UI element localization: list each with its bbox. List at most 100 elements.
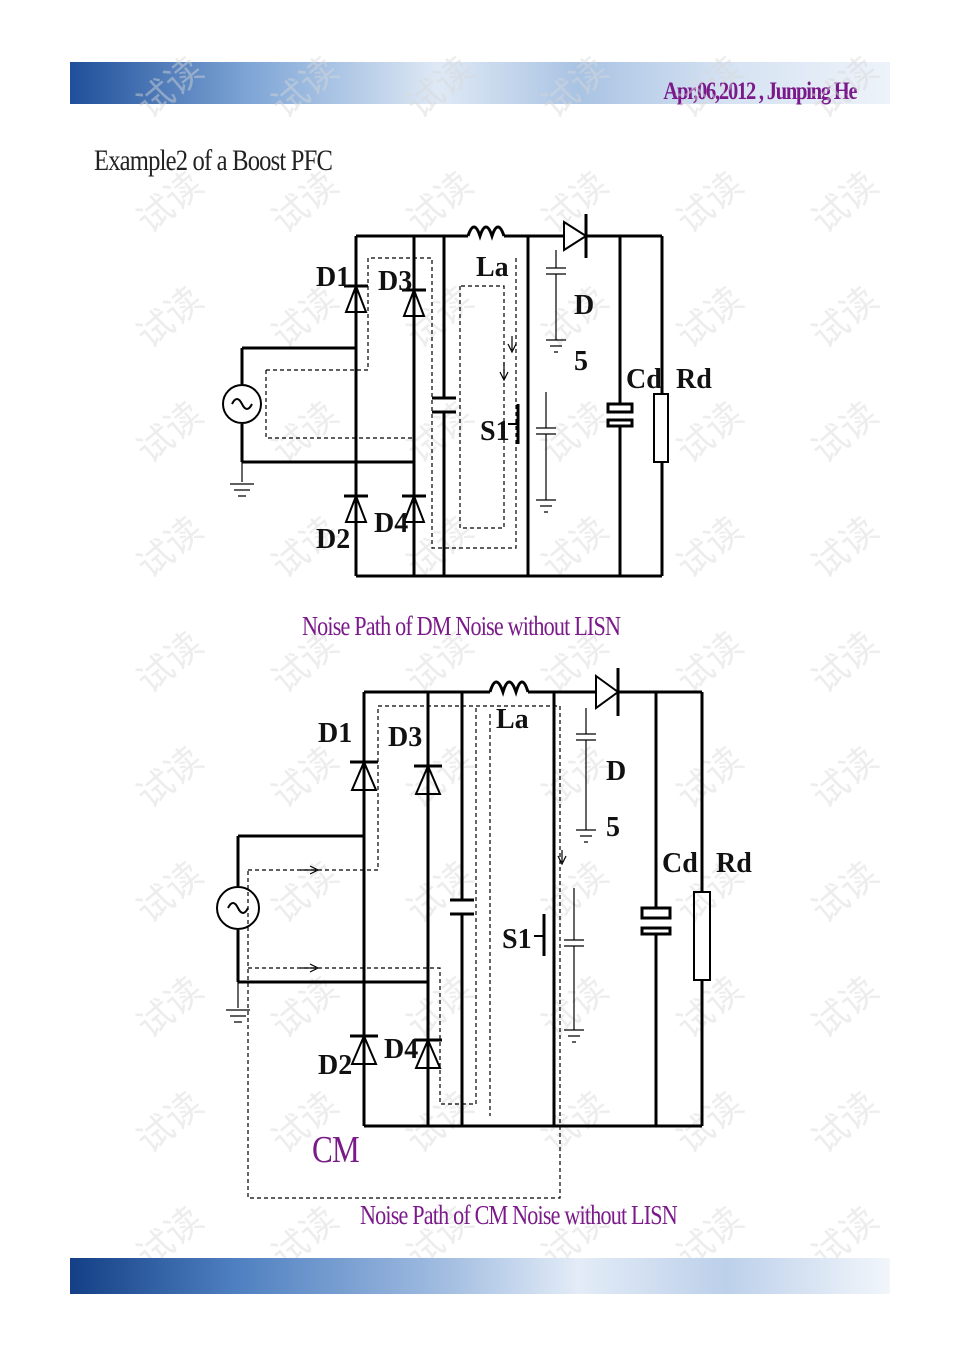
cm-diode-d4	[414, 1037, 442, 1069]
dm-inductor-la	[466, 225, 506, 241]
watermark-text: 试读	[399, 1084, 481, 1162]
cm-label-d4: D4	[384, 1034, 418, 1065]
watermark-layer: 试读试读试读试读试读试读试读试读试读试读试读试读试读试读试读试读试读试读试读试读…	[129, 49, 886, 1277]
dm-source-wires	[240, 346, 414, 464]
dm-parasitic-s1	[536, 392, 556, 513]
cm-circuit: D1 D3 La D 5 Cd Rd S1 D2 D4	[216, 668, 752, 1199]
watermark-text: 试读	[264, 164, 346, 242]
dm-parasitic-d5	[546, 250, 566, 353]
cm-label-d5a: D	[606, 756, 626, 787]
cm-source-wires	[236, 834, 428, 984]
cm-output-diode	[595, 668, 620, 716]
dm-diode-d4	[402, 493, 426, 523]
watermark-text: 试读	[669, 394, 751, 472]
dm-ac-icon	[231, 398, 253, 410]
watermark-text: 试读	[399, 854, 481, 932]
cm-noise-path-outer	[247, 705, 561, 1199]
watermark-text: 试读	[399, 394, 481, 472]
cm-parasitic-d5	[576, 708, 596, 843]
cm-label-d1: D1	[318, 718, 352, 749]
watermark-text: 试读	[804, 624, 886, 702]
dm-caption: Noise Path of DM Noise without LISN	[302, 611, 621, 641]
watermark-text: 试读	[129, 969, 211, 1047]
dm-label-d4: D4	[374, 508, 408, 539]
watermark-text: 试读	[264, 49, 346, 127]
dm-mosfet-s1	[516, 392, 530, 452]
cm-label: CM	[312, 1129, 360, 1171]
dm-label-cd: Cd	[626, 364, 662, 395]
watermark-text: 试读	[804, 509, 886, 587]
watermark-text: 试读	[264, 394, 346, 472]
watermark-text: 试读	[669, 624, 751, 702]
slide-title: Example2 of a Boost PFC	[94, 144, 333, 177]
watermark-text: 试读	[534, 394, 616, 472]
dm-label-d5a: D	[574, 290, 594, 321]
dm-output-diode	[563, 214, 588, 258]
dm-ground-icon	[230, 462, 254, 497]
watermark-text: 试读	[534, 49, 616, 127]
watermark-text: 试读	[804, 49, 886, 127]
watermark-text: 试读	[534, 1084, 616, 1162]
author-date: Apr,06,2012 , Junping He	[662, 78, 857, 105]
dm-label-la: La	[476, 252, 509, 283]
dm-circuit: D1 D3 La D 5 Cd Rd S1 D2 D4	[222, 214, 712, 578]
watermark-text: 试读	[804, 1084, 886, 1162]
dm-diode-d2	[344, 493, 368, 523]
cm-label-d3: D3	[388, 722, 422, 753]
dm-label-rd: Rd	[676, 364, 712, 395]
watermark-text: 试读	[399, 164, 481, 242]
watermark-text: 试读	[669, 279, 751, 357]
watermark-text: 试读	[264, 854, 346, 932]
watermark-text: 试读	[129, 394, 211, 472]
watermark-text: 试读	[534, 854, 616, 932]
dm-input-cap	[432, 236, 456, 576]
cm-cap-cd	[640, 692, 672, 1126]
watermark-text: 试读	[399, 49, 481, 127]
cm-ground-icon	[226, 982, 250, 1023]
cm-label-d2: D2	[318, 1050, 352, 1081]
cm-label-s1: S1	[502, 924, 532, 955]
dm-noise-inner	[459, 285, 505, 529]
cm-caption: Noise Path of CM Noise without LISN	[360, 1200, 678, 1230]
dm-noise-path	[265, 257, 517, 549]
cm-ac-icon	[227, 902, 249, 914]
cm-label-la: La	[496, 704, 529, 735]
watermark-text: 试读	[669, 1084, 751, 1162]
watermark-text: 试读	[669, 164, 751, 242]
dm-cap-cd	[606, 236, 634, 576]
cm-label-rd: Rd	[716, 848, 752, 879]
dm-ac-source	[222, 384, 262, 424]
footer-banner	[70, 1258, 890, 1294]
watermark-text: 试读	[534, 969, 616, 1047]
dm-label-s1: S1	[480, 416, 510, 447]
cm-label-cd: Cd	[662, 848, 698, 879]
watermark-text: 试读	[129, 49, 211, 127]
watermark-text: 试读	[129, 624, 211, 702]
watermark-text: 试读	[669, 49, 751, 127]
cm-inductor-la	[488, 680, 530, 697]
watermark-text: 试读	[129, 509, 211, 587]
cm-diode-d2	[350, 1033, 378, 1065]
header-banner	[70, 62, 890, 104]
cm-ac-source	[216, 886, 260, 930]
watermark-text: 试读	[534, 739, 616, 817]
watermark-text: 试读	[129, 164, 211, 242]
dm-diode-d3	[402, 287, 426, 317]
watermark-text: 试读	[804, 279, 886, 357]
dm-label-d2: D2	[316, 524, 350, 555]
watermark-text: 试读	[804, 739, 886, 817]
cm-label-d5b: 5	[606, 812, 620, 843]
watermark-text: 试读	[804, 969, 886, 1047]
watermark-text: 试读	[669, 739, 751, 817]
watermark-text: 试读	[804, 394, 886, 472]
watermark-text: 试读	[129, 739, 211, 817]
cm-resistor-rd	[693, 891, 711, 981]
dm-resistor-rd	[653, 393, 669, 463]
watermark-text: 试读	[129, 279, 211, 357]
watermark-text: 试读	[129, 854, 211, 932]
cm-input-cap	[450, 692, 474, 1126]
watermark-text: 试读	[804, 854, 886, 932]
watermark-text: 试读	[669, 509, 751, 587]
